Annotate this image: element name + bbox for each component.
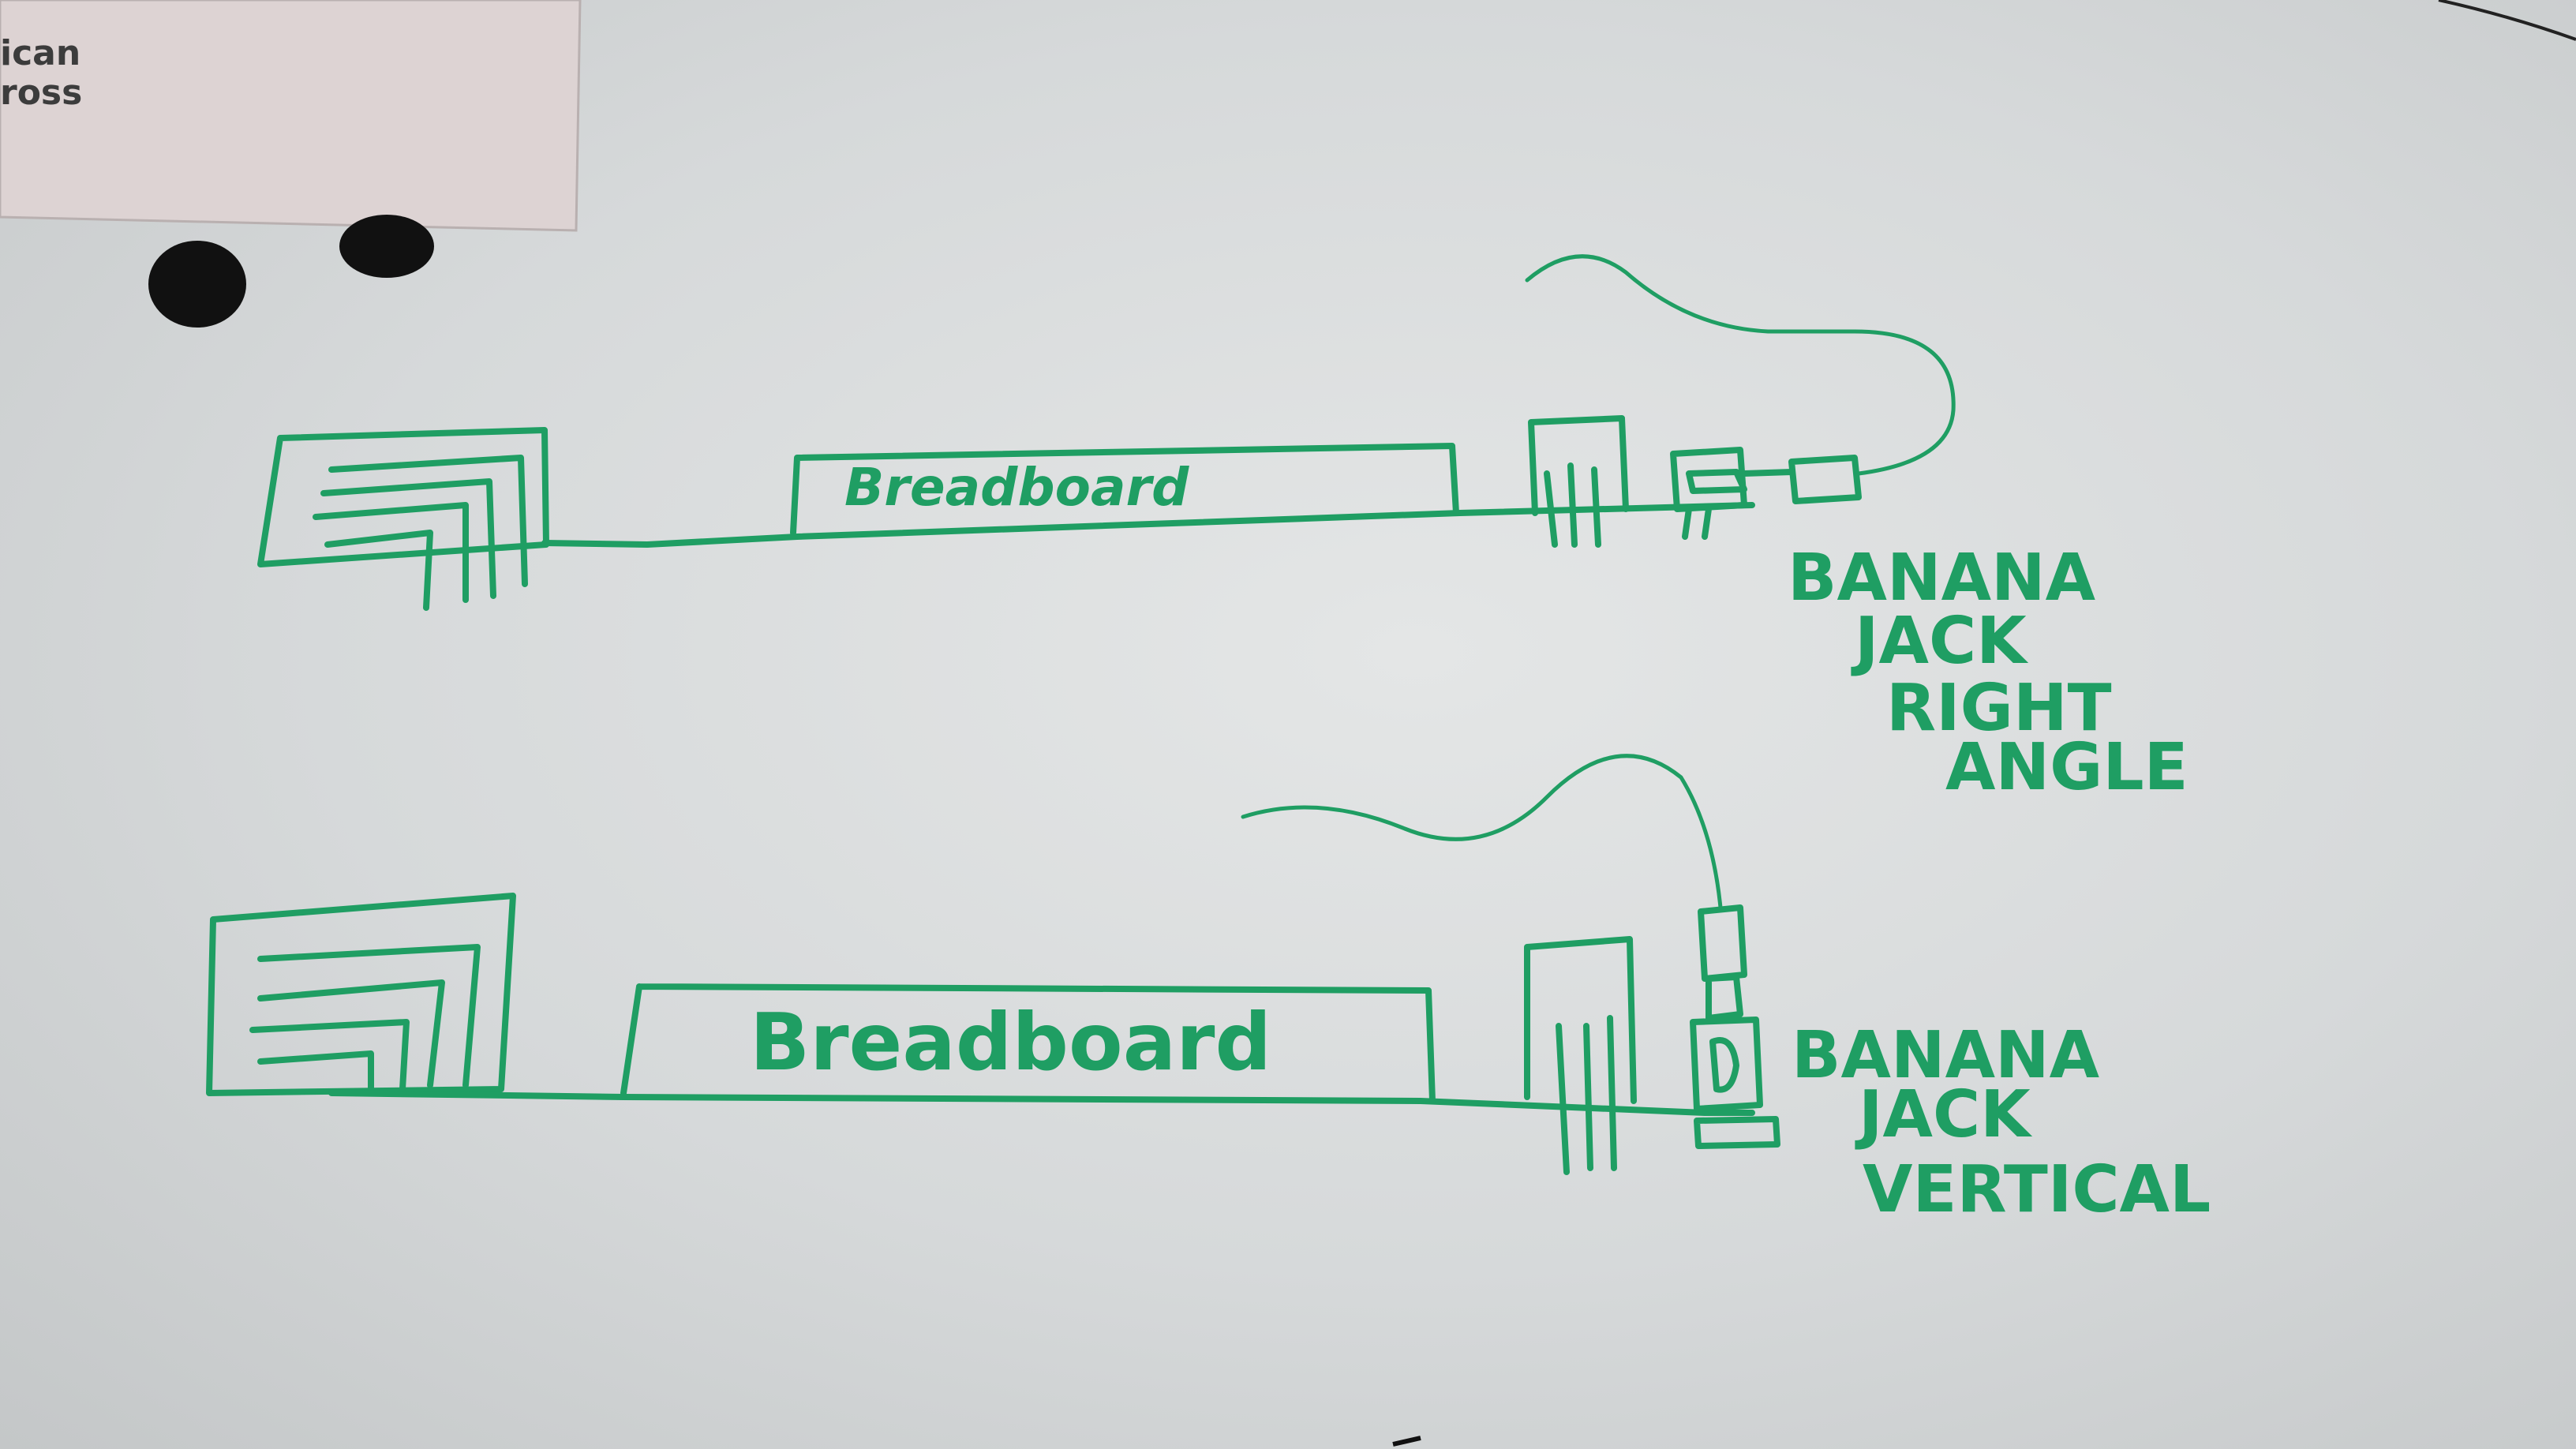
- bottom-header-connector: [1524, 936, 1637, 1175]
- bottom-mark: [1392, 1436, 1421, 1447]
- bottom-caption-line3: VERTICAL: [1863, 1152, 2211, 1227]
- top-caption-line2: JACK: [1851, 604, 2029, 679]
- stray-line: [2438, 0, 2576, 41]
- top-caption-line4: ANGLE: [1945, 730, 2188, 805]
- bottom-left-device-traces: [249, 944, 481, 1096]
- top-caption-line3: RIGHT: [1886, 671, 2112, 746]
- top-breadboard-box: [790, 443, 1459, 536]
- bottom-sketch: Breadboard BANANA JACK VERTICAL: [206, 754, 2211, 1227]
- bottom-left-device: [206, 893, 516, 1096]
- top-sketch: Breadboard BANANA JACK RIGHT ANGLE: [257, 254, 2188, 805]
- paper-note: ican ross: [0, 0, 582, 232]
- magnet-right: [339, 215, 434, 278]
- bottom-base-line: [328, 1090, 1755, 1116]
- top-base-line: [541, 502, 1755, 548]
- top-caption: BANANA JACK RIGHT ANGLE: [1788, 541, 2188, 805]
- top-caption-line1: BANANA: [1788, 541, 2096, 616]
- top-banana-jack-right-angle: [1670, 447, 1862, 540]
- bottom-breadboard-label: Breadboard: [750, 996, 1271, 1088]
- bottom-banana-jack-vertical: [1690, 904, 1780, 1149]
- bottom-caption-line1: BANANA: [1792, 1018, 2100, 1093]
- top-left-device-traces: [313, 455, 528, 611]
- top-cable: [1525, 254, 1956, 476]
- bottom-cable: [1241, 754, 1723, 910]
- magnet-left: [148, 241, 246, 328]
- top-breadboard-label: Breadboard: [844, 457, 1189, 518]
- paper-text-line1: ican: [0, 33, 80, 73]
- top-header-connector: [1528, 415, 1629, 548]
- bottom-caption: BANANA JACK VERTICAL: [1792, 1018, 2211, 1227]
- bottom-breadboard-box: [620, 983, 1436, 1104]
- bottom-caption-line2: JACK: [1855, 1077, 2033, 1152]
- paper-text-line2: ross: [0, 73, 82, 113]
